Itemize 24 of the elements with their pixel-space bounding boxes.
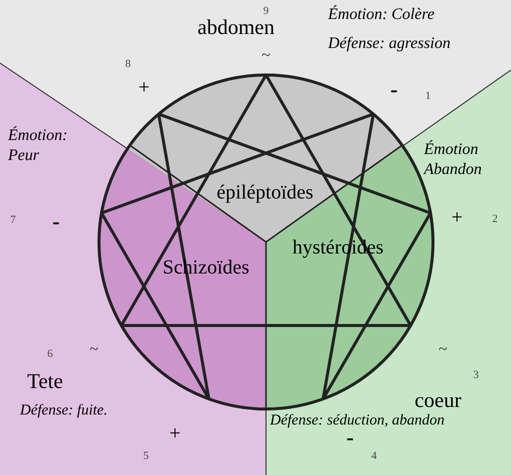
center-label: coeur [414, 386, 462, 414]
point-number: 6 [47, 348, 53, 362]
point-number: 5 [143, 450, 149, 464]
annotation-text: Défense: agression [328, 34, 450, 54]
sign-mark: ~ [438, 340, 448, 360]
point-number: 4 [371, 450, 377, 464]
point-number: 3 [473, 369, 479, 383]
sector-label: épiléptoïdes [216, 180, 314, 206]
sign-mark: + [451, 206, 463, 230]
annotation-text: Émotion: Peur [8, 126, 69, 166]
sign-mark: - [390, 75, 398, 103]
sign-mark: + [169, 422, 181, 446]
sign-mark: - [52, 207, 60, 235]
point-number: 2 [492, 213, 498, 227]
annotation-text: Émotion: Colère [328, 5, 434, 25]
center-label: Tete [27, 368, 63, 394]
sign-mark: + [138, 76, 150, 100]
sign-mark: ~ [262, 46, 270, 66]
sign-mark: ~ [90, 340, 98, 360]
point-number: 7 [10, 214, 16, 228]
annotation-text: Émotion Abandon [424, 140, 483, 180]
point-number: 1 [425, 90, 431, 104]
annotation-text: Défense: fuite. [20, 402, 108, 420]
point-number: 8 [125, 58, 131, 72]
